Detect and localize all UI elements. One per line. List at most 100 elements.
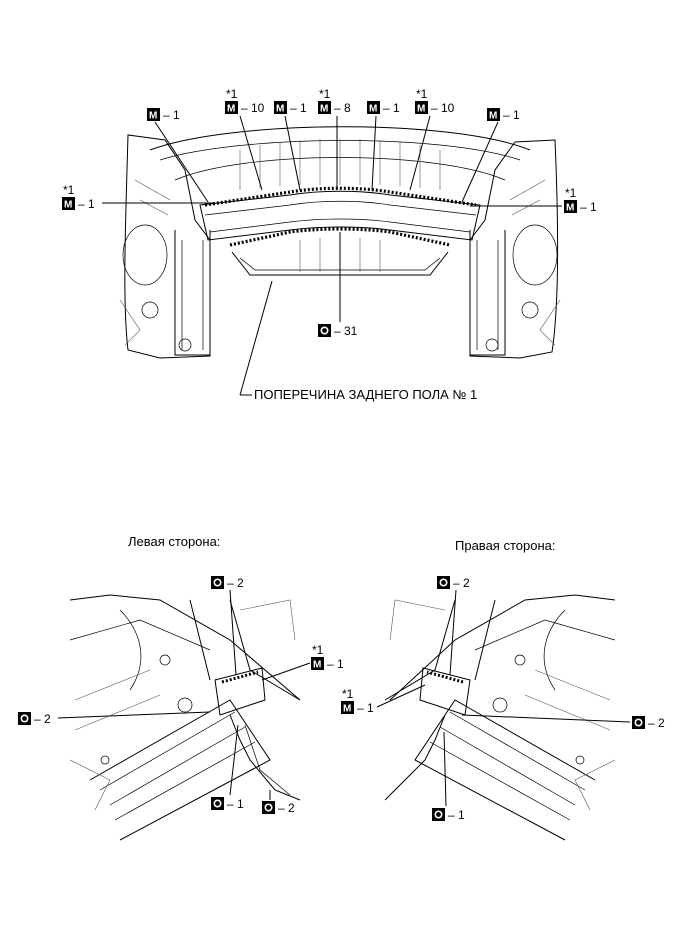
callout-value: – 10 xyxy=(241,101,265,115)
callout-b-o31: – 31 xyxy=(318,324,358,338)
marker-m-glyph: M xyxy=(369,104,377,115)
marker-o-glyph xyxy=(264,803,273,812)
marker-o-icon xyxy=(262,801,275,814)
marker-m-icon xyxy=(225,101,238,114)
marker-m-glyph: M xyxy=(489,111,497,122)
callout-tc3-m8: *1M – 8 xyxy=(318,87,351,115)
part-label: ПОПЕРЕЧИНА ЗАДНЕГО ПОЛА № 1 xyxy=(254,387,477,402)
marker-m-glyph: M xyxy=(566,203,574,214)
callout-tc1-m10: *1M – 10 xyxy=(225,87,265,115)
callout-value: – 1 xyxy=(383,101,400,115)
callout-value: – 1 xyxy=(503,108,520,122)
callout-star: *1 xyxy=(63,183,75,197)
callout-value: – 1 xyxy=(290,101,307,115)
leader-ls-o2-top xyxy=(229,589,237,676)
marker-m-glyph: M xyxy=(343,704,351,715)
marker-o-icon xyxy=(211,797,224,810)
marker-m-icon xyxy=(62,197,75,210)
callout-value: – 1 xyxy=(327,657,344,671)
marker-m-icon xyxy=(341,701,354,714)
marker-o-icon xyxy=(632,716,645,729)
callout-value: – 2 xyxy=(648,716,665,730)
marker-o-icon xyxy=(318,324,331,337)
callout-value: – 1 xyxy=(580,200,597,214)
marker-o-glyph xyxy=(213,578,222,587)
marker-m-icon xyxy=(274,101,287,114)
callout-rs-o1: – 1 xyxy=(432,808,465,822)
marker-o-icon xyxy=(432,808,445,821)
callout-tc5-m10: *1M – 10 xyxy=(415,87,455,115)
marker-o-glyph xyxy=(439,578,448,587)
leader-rs-o2-right xyxy=(461,714,631,723)
callout-value: – 2 xyxy=(453,576,470,590)
callout-ls-m1: *1M – 1 xyxy=(311,643,344,671)
callout-star: *1 xyxy=(416,87,428,101)
callout-value: – 2 xyxy=(227,576,244,590)
callout-value: – 1 xyxy=(357,701,374,715)
callout-ls-o2-left: – 2 xyxy=(18,712,51,726)
marker-o-glyph xyxy=(213,799,222,808)
right-side-drawing xyxy=(384,594,616,841)
marker-o-icon xyxy=(211,576,224,589)
left-side-title: Левая сторона: xyxy=(128,534,220,549)
callout-ls-o2-top: – 2 xyxy=(211,576,244,590)
callout-tl-m1: M – 1 xyxy=(147,108,180,122)
callout-value: – 1 xyxy=(448,808,465,822)
callout-star: *1 xyxy=(312,643,324,657)
callout-value: – 1 xyxy=(227,797,244,811)
callout-value: – 1 xyxy=(78,197,95,211)
leader-ls-o2-left xyxy=(57,711,211,719)
marker-o-glyph xyxy=(434,810,443,819)
callout-star: *1 xyxy=(319,87,331,101)
marker-m-glyph: M xyxy=(276,104,284,115)
callout-value: – 2 xyxy=(34,712,51,726)
callout-value: – 10 xyxy=(431,101,455,115)
marker-m-icon xyxy=(415,101,428,114)
callout-tr-m1: M – 1 xyxy=(487,108,520,122)
callout-value: – 1 xyxy=(163,108,180,122)
leader-rs-o1 xyxy=(443,731,447,807)
leader-tl-m1 xyxy=(154,121,209,203)
marker-m-glyph: M xyxy=(320,104,328,115)
marker-m-icon xyxy=(318,101,331,114)
marker-m-icon xyxy=(564,200,577,213)
leader-rs-o2-top xyxy=(449,589,457,676)
marker-o-glyph xyxy=(634,718,643,727)
marker-m-icon xyxy=(147,108,160,121)
callout-tc2-m1: M – 1 xyxy=(274,101,307,115)
callout-value: – 31 xyxy=(334,324,358,338)
marker-o-icon xyxy=(437,576,450,589)
leader-tr-m1 xyxy=(461,121,499,203)
callout-star: *1 xyxy=(342,687,354,701)
callout-tc4-m1: M – 1 xyxy=(367,101,400,115)
callout-ls-o1: – 1 xyxy=(211,797,244,811)
right-side-title: Правая сторона: xyxy=(455,538,555,553)
callout-l-m1: *1M – 1 xyxy=(62,183,95,211)
marker-m-glyph: M xyxy=(417,104,425,115)
leader-lines xyxy=(57,115,631,807)
callout-rs-o2-top: – 2 xyxy=(437,576,470,590)
leader-ls-m1 xyxy=(261,662,311,681)
callout-ls-o2-bottom: – 2 xyxy=(262,801,295,815)
left-side-drawing xyxy=(69,594,301,841)
leader-tc4-m1 xyxy=(371,115,377,191)
marker-m-glyph: M xyxy=(313,660,321,671)
callout-rs-o2-right: – 2 xyxy=(632,716,665,730)
marker-m-glyph: M xyxy=(149,111,157,122)
marker-m-icon xyxy=(487,108,500,121)
marker-m-glyph: M xyxy=(64,200,72,211)
leader-tc5-m10 xyxy=(409,115,431,191)
leader-tc2-m1 xyxy=(284,115,301,191)
marker-m-icon xyxy=(367,101,380,114)
callout-value: – 8 xyxy=(334,101,351,115)
marker-m-glyph: M xyxy=(227,104,235,115)
leader-tc1-m10 xyxy=(239,115,263,191)
callout-rs-m1: *1M – 1 xyxy=(341,687,374,715)
callout-star: *1 xyxy=(226,87,238,101)
part-label-leader xyxy=(239,280,273,396)
marker-o-glyph xyxy=(20,714,29,723)
leader-rs-m1 xyxy=(376,684,426,708)
